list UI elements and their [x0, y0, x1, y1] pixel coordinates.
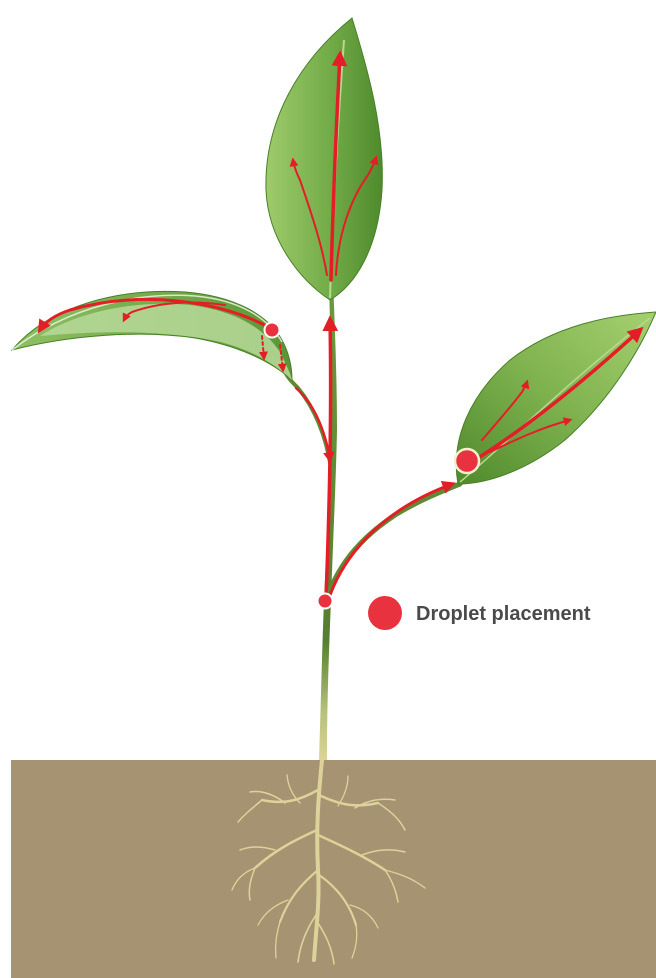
droplet-marker-right-leaf — [455, 449, 479, 473]
droplet-marker-stem — [318, 594, 333, 609]
arrow-stem-to-right-leaf — [329, 484, 452, 598]
droplet-marker-left-leaf — [265, 323, 280, 338]
soil — [11, 760, 656, 978]
legend: Droplet placement — [368, 596, 591, 630]
branch-right — [327, 484, 460, 598]
legend-label: Droplet placement — [416, 603, 591, 625]
legend-droplet-icon — [368, 596, 402, 630]
branch-left — [285, 372, 331, 468]
arrow-left-branch-down — [296, 388, 330, 460]
